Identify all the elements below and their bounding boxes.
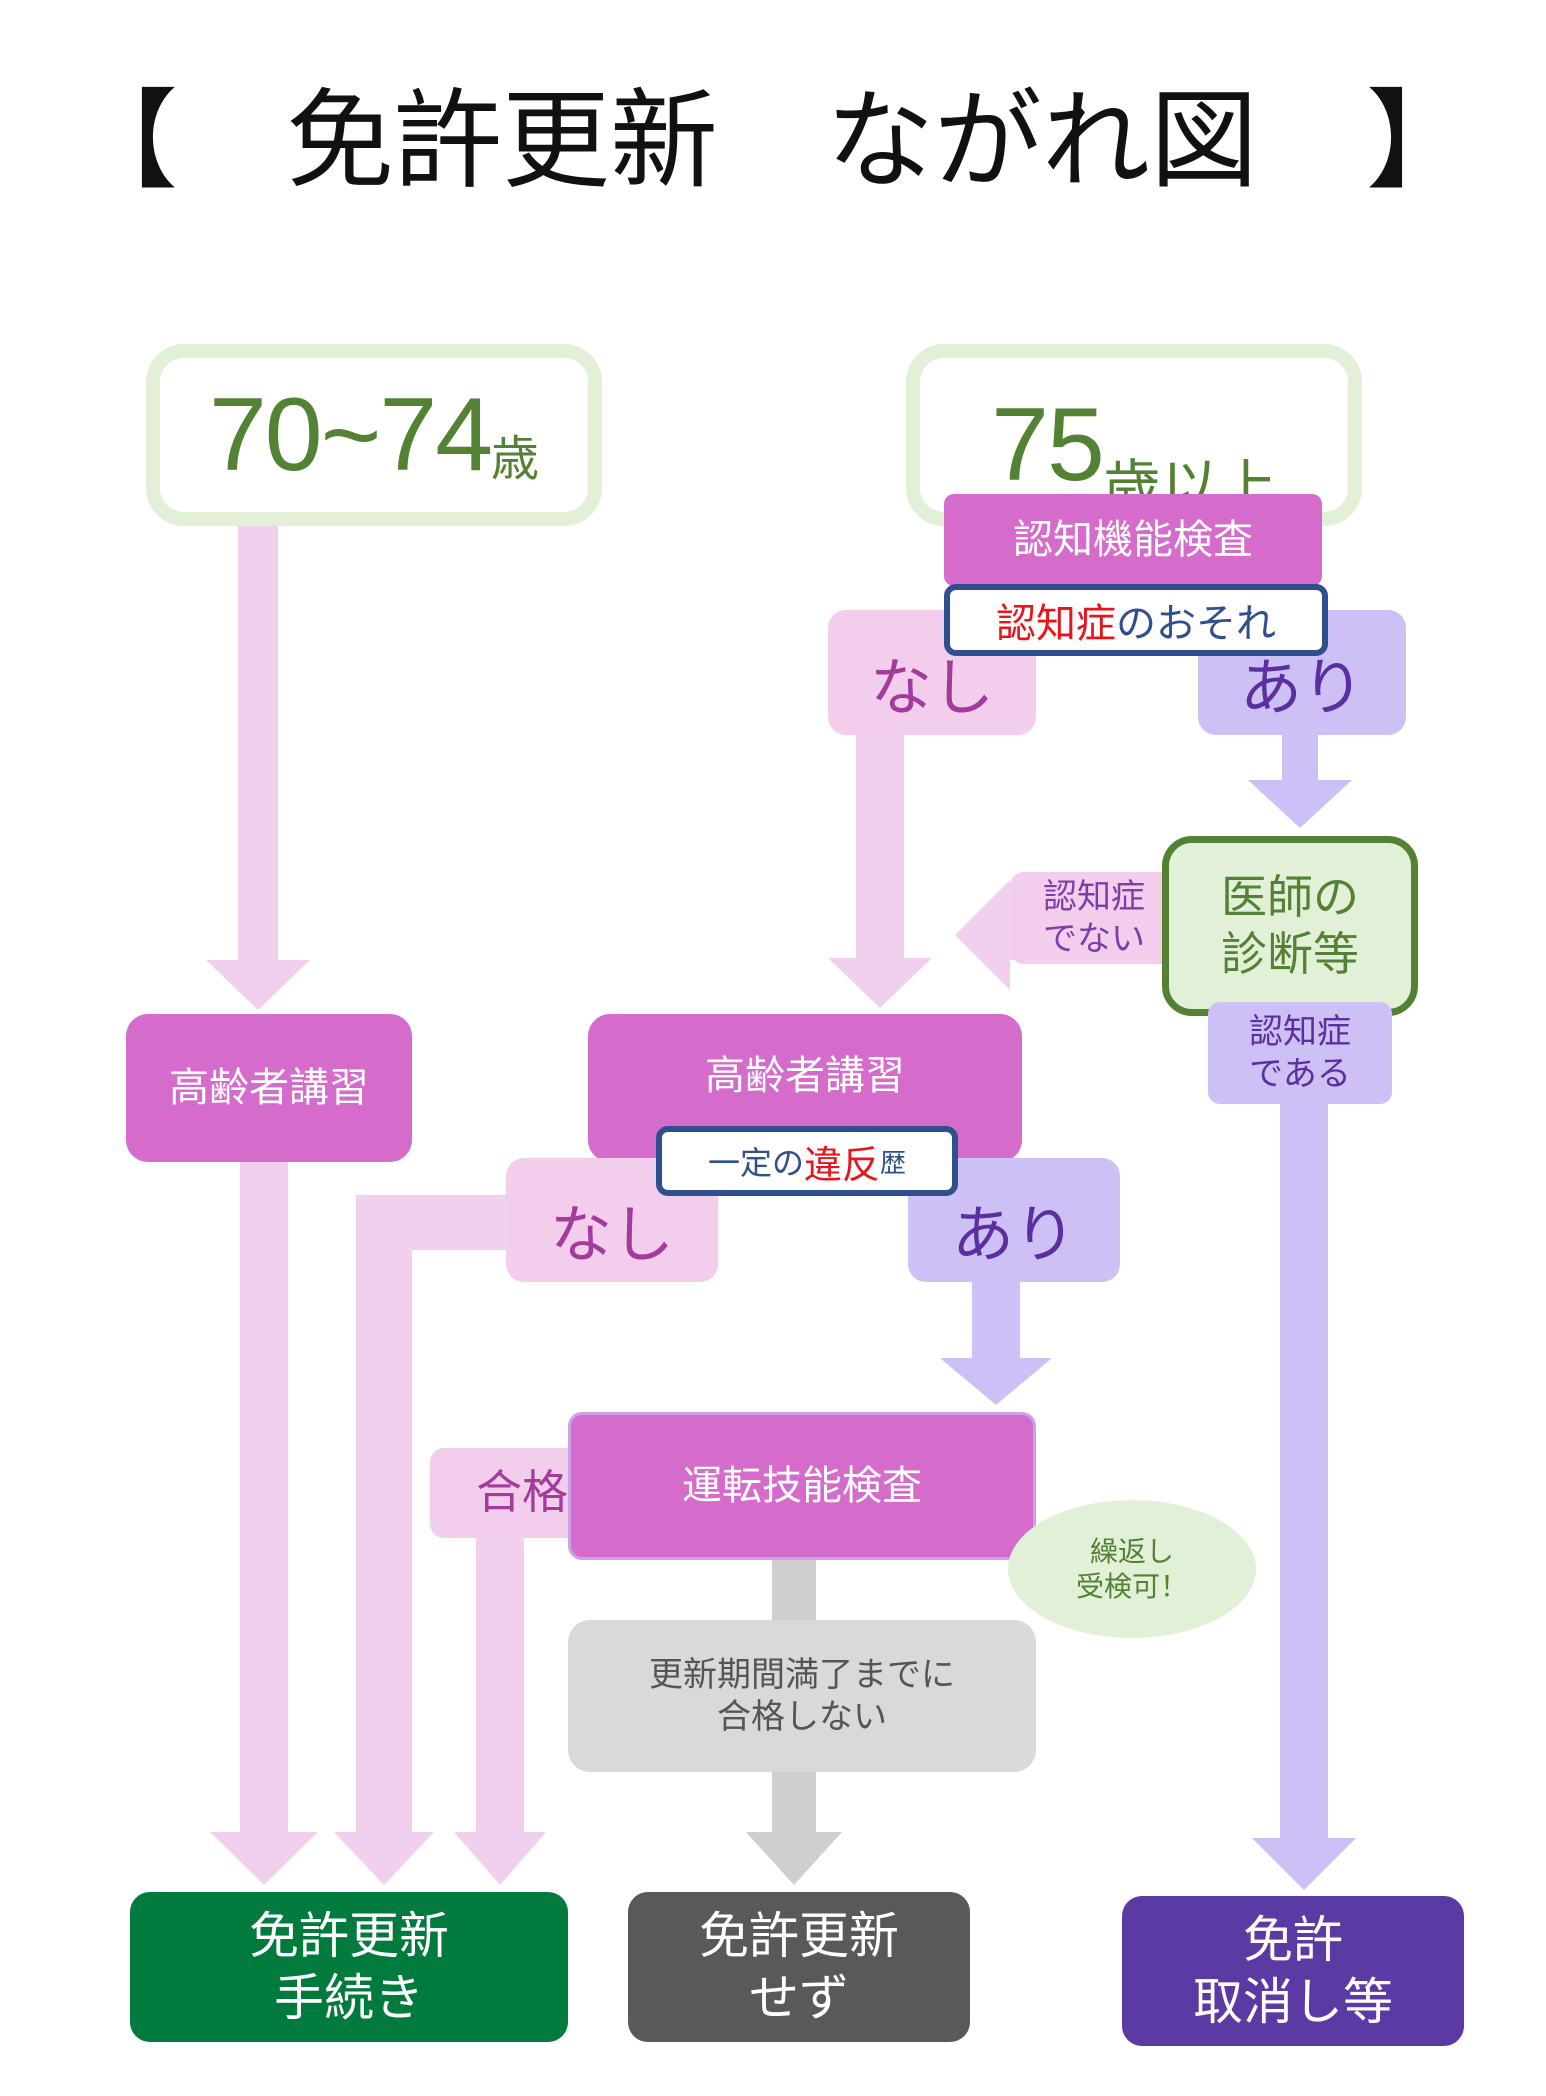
is-dementia-label: 認知症 である [1208,1002,1392,1104]
dementia-risk-red-text: 認知症 [996,601,1116,647]
dementia-risk-rest-text: のおそれ [1116,601,1276,647]
not-dementia-line2: でない [1043,919,1145,959]
retake-line1: 繰返し [1089,1535,1174,1568]
no-renew-line2: せず [749,1969,849,2027]
fail-line1: 更新期間満了までに [649,1654,955,1695]
retake-line2: 受検可！ [1075,1570,1188,1603]
dementia-risk-box: 認知症のおそれ [944,584,1328,656]
arrow-no-dementia-to-lecture [828,735,932,1008]
fail-line2: 合格しない [717,1697,887,1737]
result-no-renew-box: 免許更新 せず [628,1892,970,2042]
arrow-violation-to-driving-test [940,1280,1052,1405]
result-revoke-box: 免許 取消し等 [1122,1896,1464,2046]
retake-allowed-bubble: 繰返し 受検可！ [1008,1500,1256,1638]
arrow-no-violation-to-renew [334,1195,506,1885]
page-title: 【 免許更新 ながれ図 】 [70,79,1475,204]
doctor-diagnosis-box: 医師の 診断等 [1162,836,1418,1016]
violation-red-text: 違反 [803,1142,880,1187]
violation-post-text: 歴 [880,1148,907,1179]
violation-yes-label: あり [908,1158,1120,1282]
violation-history-box: 一定の違反歴 [656,1126,958,1196]
arrow-dementia-to-revoke [1252,1100,1356,1890]
result-renew-box: 免許更新 手続き [130,1892,568,2042]
is-dementia-line2: である [1249,1054,1351,1094]
is-dementia-line1: 認知症 [1249,1011,1351,1052]
no-renew-line1: 免許更新 [699,1906,899,1965]
violation-pre-text: 一定の [707,1144,804,1182]
doctor-line2: 診断等 [1221,927,1359,981]
arrow-fail-to-no-renew [746,1770,842,1885]
arrow-young-to-lecture [206,520,310,1010]
arrow-lecture-to-renew [210,1160,318,1885]
age-75-number: 75 [991,387,1105,503]
cognitive-test-box: 認知機能検査 [944,494,1322,586]
arrow-dementia-risk-to-doctor [1248,730,1352,828]
fail-before-expiry-box: 更新期間満了までに 合格しない [568,1620,1036,1772]
renew-line1: 免許更新 [249,1906,449,1965]
doctor-line1: 医師の [1221,869,1359,924]
arrow-pass-to-renew [454,1495,546,1885]
arrow-not-dementia [955,880,1040,990]
revoke-line1: 免許 [1243,1910,1343,1969]
arrow-driving-test-to-fail [772,1555,816,1623]
renew-line2: 手続き [274,1969,424,2027]
revoke-line2: 取消し等 [1193,1973,1393,2031]
driving-skill-test-box: 運転技能検査 [568,1412,1036,1560]
not-dementia-label: 認知症 でない [1010,872,1178,964]
age-70-74-unit: 歳 [491,431,540,487]
lecture-box-left: 高齢者講習 [126,1014,412,1162]
not-dementia-line1: 認知症 [1043,876,1145,917]
age-70-74-number: 70~74 [208,376,493,493]
